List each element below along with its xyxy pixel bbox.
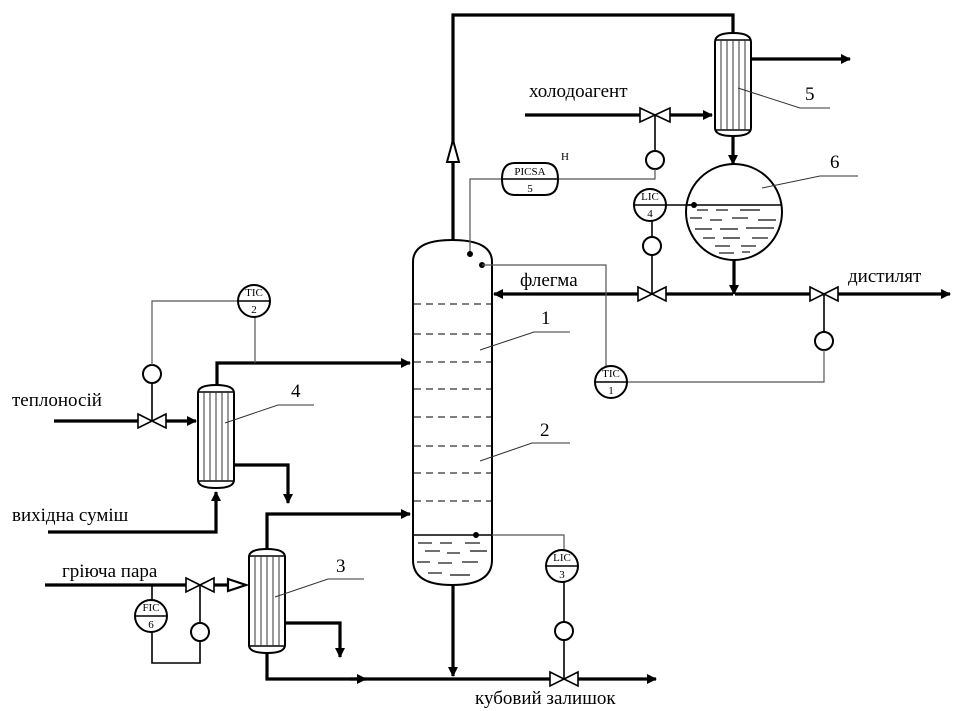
- column-trays: [414, 303, 491, 502]
- heat-carrier-outlet-line: [234, 463, 293, 504]
- preheater-number: 4: [291, 381, 301, 402]
- reboiler: [248, 547, 286, 655]
- vapor-flow-arrow-icon: [445, 136, 461, 163]
- instrument-tic2[interactable]: TIC 2: [237, 284, 271, 318]
- condenser-number: 5: [805, 84, 815, 105]
- instrument-tic1[interactable]: TIC 1: [594, 365, 628, 399]
- feed-mixture-label: вихідна суміш: [12, 505, 129, 526]
- feed-to-column-line: [215, 358, 411, 385]
- instrument-picsa5[interactable]: PICSA 5 H: [500, 151, 569, 196]
- steam-valve-actuator: [190, 622, 210, 642]
- preheater: [197, 383, 235, 490]
- reboiler-number: 3: [336, 556, 346, 577]
- svg-text:TIC: TIC: [602, 368, 620, 380]
- distillate-label: дистилят: [848, 266, 922, 287]
- bottoms-valve-actuator: [554, 621, 574, 641]
- reboiler-bottoms-line: [265, 653, 550, 681]
- coolant-valve-actuator: [645, 150, 665, 170]
- heat-carrier-label: теплоносій: [12, 390, 102, 411]
- column-top-number: 1: [541, 308, 551, 329]
- coolant-label: холодоагент: [529, 81, 628, 102]
- svg-text:4: 4: [647, 208, 653, 220]
- instrument-fic6[interactable]: FIC 6: [134, 599, 168, 633]
- svg-text:LIC: LIC: [553, 552, 571, 564]
- svg-text:3: 3: [559, 569, 565, 581]
- instrument-lic4[interactable]: LIC 4: [633, 188, 667, 222]
- reflux-label: флегма: [520, 270, 578, 291]
- reflux-drum: [685, 163, 783, 261]
- distillate-valve-actuator: [814, 331, 834, 351]
- condenser: [714, 31, 752, 138]
- svg-text:LIC: LIC: [641, 191, 659, 203]
- bottoms-label: кубовий залишок: [475, 688, 616, 709]
- heat-carrier-valve-actuator: [142, 364, 162, 384]
- svg-text:FIC: FIC: [142, 602, 159, 614]
- distillation-column: [412, 238, 493, 587]
- svg-text:5: 5: [527, 183, 533, 195]
- column-bottom-liquid: [417, 542, 487, 576]
- vapor-line: [451, 13, 735, 240]
- heating-steam-label: гріюча пара: [62, 561, 158, 582]
- reflux-valve-actuator: [642, 236, 662, 256]
- svg-text:1: 1: [608, 385, 614, 397]
- drum-number: 6: [830, 152, 840, 173]
- svg-text:PICSA: PICSA: [514, 166, 545, 178]
- instrument-lic3[interactable]: LIC 3: [545, 549, 579, 583]
- svg-text:2: 2: [251, 304, 257, 316]
- column-bottom-number: 2: [540, 420, 550, 441]
- high-alarm-indicator: H: [561, 151, 569, 163]
- svg-text:6: 6: [148, 619, 154, 631]
- vapor-return-line: [265, 509, 411, 549]
- condensate-outlet-line: [285, 621, 345, 658]
- svg-text:TIC: TIC: [245, 287, 263, 299]
- feed-mixture-line: [48, 491, 221, 534]
- steam-inlet-arrow-icon: [226, 577, 250, 593]
